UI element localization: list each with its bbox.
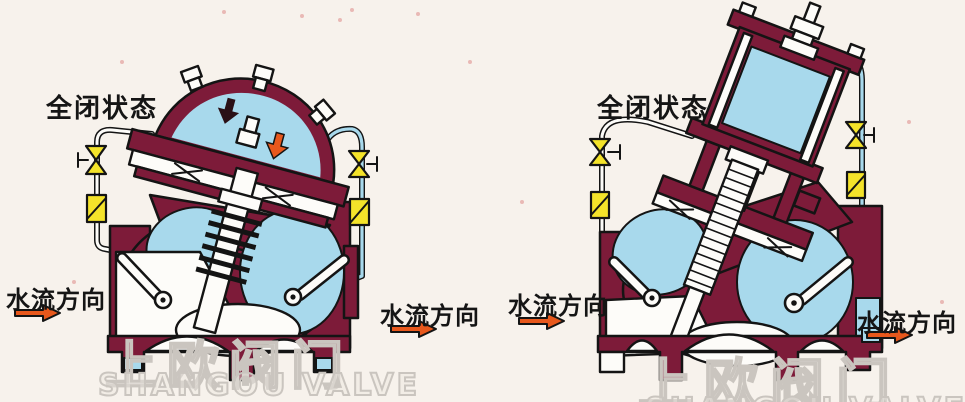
left-valve-stem [192, 166, 264, 335]
stem-nuts [779, 1, 825, 61]
right-valve-stem [666, 145, 770, 352]
left-valve-inlet-ball-valve-icon [77, 144, 108, 176]
watermark-right-english: SHANGOU VALVE [644, 391, 965, 402]
right-valve-base [596, 327, 884, 382]
left-valve-base [106, 334, 352, 382]
pressure-arrow-icon [265, 131, 290, 160]
right-valve-outlet-ball-valve-icon [844, 120, 875, 150]
right-valve-body [598, 180, 884, 368]
left-valve-inlet-strainer-icon [85, 193, 108, 224]
bolt-icon [846, 42, 866, 60]
spring [195, 208, 263, 285]
left-valve-outlet-flow-arrow-icon [390, 320, 437, 338]
watermark-left-chinese: 上欧阀门 [104, 336, 354, 398]
right-valve-state-label: 全闭状态 [597, 94, 710, 124]
bolt-icon [737, 1, 757, 19]
left-valve-outlet-ball-valve-icon [347, 149, 378, 179]
right-valve-inlet-flow-label: 水流方向 [508, 292, 608, 320]
bolt-icon [308, 98, 337, 126]
right-valve-inlet-flow-arrow-icon [518, 312, 565, 330]
watermark-left-english: SHANGOU VALVE [97, 367, 421, 402]
left-valve-actuator [125, 63, 350, 229]
right-valve-outlet-flow-arrow-icon [866, 326, 913, 344]
right-valve-outlet-strainer-icon [845, 170, 867, 200]
scan-speckles [222, 10, 226, 14]
right-valve-inlet-ball-valve-icon [588, 137, 621, 167]
left-valve-outlet-flow-label: 水流方向 [380, 302, 480, 330]
watermark-right-chinese: 上欧阀门 [637, 352, 902, 402]
right-valve [588, 1, 884, 382]
right-valve-inlet-strainer-icon [589, 190, 611, 220]
left-valve-outlet-strainer-icon [348, 197, 371, 227]
right-valve-link-rods [608, 256, 854, 314]
left-valve [77, 63, 378, 382]
left-valve-inlet-flow-arrow-icon [14, 304, 61, 322]
left-valve-inlet-flow-label: 水流方向 [6, 286, 106, 314]
left-valve-link-rods [116, 252, 350, 310]
left-valve-pilot-tubes [94, 125, 365, 302]
left-valve-state-label: 全闭状态 [46, 94, 159, 124]
pressure-arrow-icon [217, 97, 240, 124]
bolt-icon [251, 63, 275, 93]
bolt-icon [179, 64, 204, 93]
right-valve-outlet-flow-label: 水流方向 [857, 309, 957, 337]
